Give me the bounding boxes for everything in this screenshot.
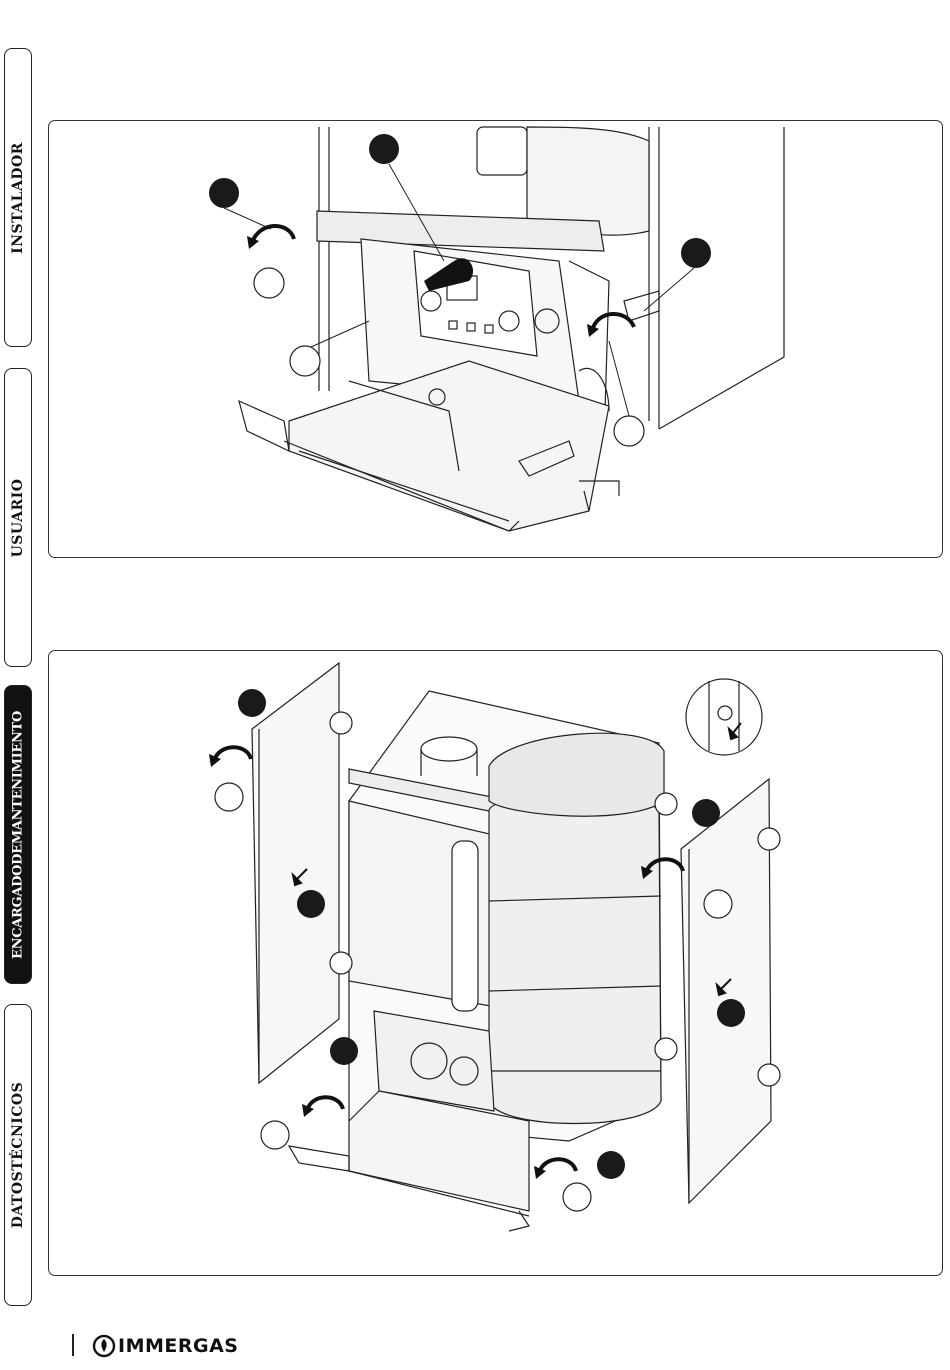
callout-circle-3 [614, 416, 644, 446]
callout-dot-b [297, 890, 325, 918]
callout-circle-c [261, 1121, 289, 1149]
tab-usuario[interactable]: USUARIO [4, 368, 32, 667]
figure-2-illustration [49, 651, 942, 1275]
figure-casing-removal [48, 650, 943, 1276]
figure-front-cover-removal [48, 120, 943, 558]
brand-logo: IMMERGAS [92, 1334, 238, 1358]
tab-encargado-de-mantenimiento[interactable]: ENCARGADODEMANTENIMIENTO [4, 685, 32, 984]
curved-arrow-icon [252, 226, 294, 243]
tab-datos-tecnicos[interactable]: DATOSTÉCNICOS [4, 1004, 32, 1306]
tab-instalador[interactable]: INSTALADOR [4, 48, 32, 347]
footer-divider [72, 1334, 74, 1356]
curved-arrow-icon [592, 314, 634, 331]
callout-dot-a [238, 689, 266, 717]
tab-instalador-label: INSTALADOR [10, 142, 26, 254]
callout-dot-1 [209, 178, 239, 208]
brand-name: IMMERGAS [118, 1335, 238, 1357]
callout-dot-2 [369, 134, 399, 164]
tab-usuario-label: USUARIO [10, 478, 26, 557]
callout-dot-3 [681, 238, 711, 268]
callout-dot-e [717, 999, 745, 1027]
callout-circle-a [215, 783, 243, 811]
callout-circle-d [704, 890, 732, 918]
callout-dot-f [597, 1151, 625, 1179]
figure-1-illustration [49, 121, 942, 557]
callout-dot-d [692, 799, 720, 827]
tab-datos-tecnicos-label: DATOSTÉCNICOS [10, 1082, 26, 1229]
callout-circle-2 [290, 346, 320, 376]
callout-dot-c [330, 1037, 358, 1065]
boiler-logo-icon [92, 1334, 118, 1358]
callout-circle-1 [254, 268, 284, 298]
callout-circle-f [563, 1183, 591, 1211]
tab-encargado-label: ENCARGADODEMANTENIMIENTO [11, 711, 26, 959]
